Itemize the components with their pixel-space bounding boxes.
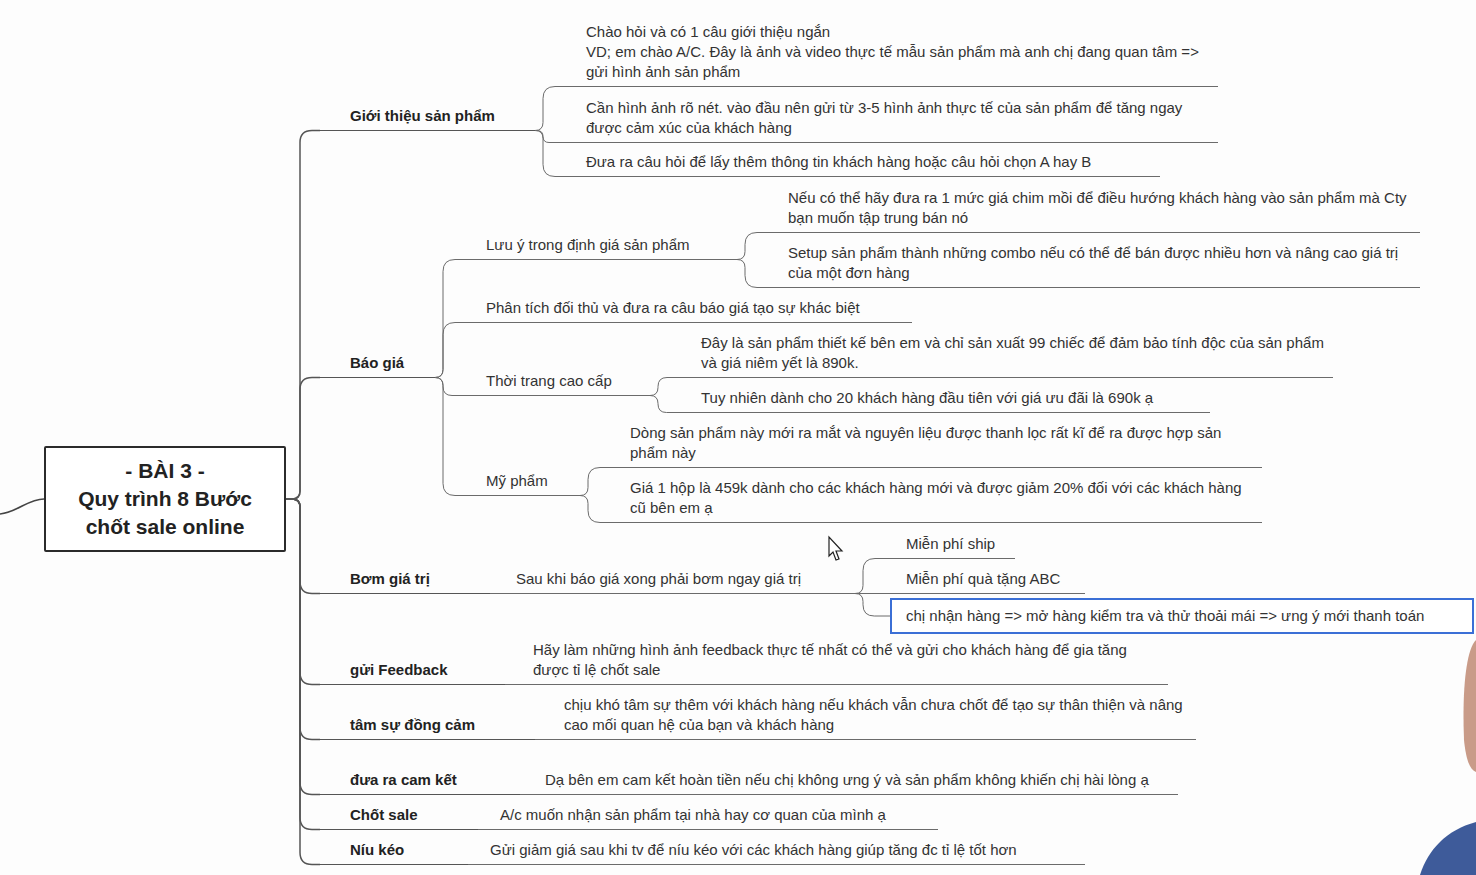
branch-line [286, 131, 320, 500]
topic-text: Setup sản phẩm thành những combo nếu có … [788, 243, 1416, 283]
branch-line [435, 378, 460, 496]
topic-text: A/c muốn nhận sản phẩm tại nhà hay cơ qu… [500, 805, 934, 825]
topic-text: gửi Feedback [350, 660, 501, 680]
branch-line [286, 499, 320, 594]
topic-text: Cần hình ảnh rõ nét. vào đầu nên gửi từ … [586, 98, 1214, 138]
branch-line [435, 323, 460, 378]
topic-text: Tuy nhiên dành cho 20 khách hàng đầu tiê… [701, 388, 1206, 408]
sub-topic: Nếu có thể hãy đưa ra 1 mức giá chim mồi… [760, 188, 1420, 233]
branch-line [435, 260, 460, 378]
highlighted-topic-box: chị nhận hàng => mở hàng kiểm tra và thử… [890, 598, 1474, 634]
topic-text: Giá 1 hộp là 459k dành cho các khách hàn… [630, 478, 1258, 518]
topic-text: chịu khó tâm sự thêm với khách hàng nếu … [564, 695, 1192, 735]
sub-topic: Miễn phí quà tặng ABC [880, 569, 1085, 594]
main-branch-topic: tâm sự đồng cảm [320, 715, 535, 740]
sub-topic: Lưu ý trong định giá sản phẩm [460, 235, 737, 260]
branch-line [580, 496, 605, 523]
branch-line [737, 260, 760, 288]
topic-text: Dòng sản phẩm này mới ra mắt và nguyên l… [630, 423, 1258, 463]
branch-line [286, 499, 320, 830]
mouse-cursor [829, 537, 842, 560]
main-branch-topic: đưa ra cam kết [320, 770, 520, 795]
topic-text: Báo giá [350, 353, 431, 373]
branch-line [535, 87, 560, 131]
main-branch-topic: Bơm giá trị [320, 569, 490, 594]
main-branch-topic: Giới thiệu sản phẩm [320, 106, 535, 131]
topic-text: Níu kéo [350, 840, 464, 860]
main-branch-topic: Níu kéo [320, 840, 468, 865]
sub-topic: Đưa ra câu hỏi để lấy thêm thông tin khá… [560, 152, 1160, 177]
branch-line [286, 499, 320, 685]
topic-text: Bơm giá trị [350, 569, 486, 589]
sub-topic: Thời trang cao cấp [460, 371, 650, 396]
branch-line [286, 499, 320, 795]
branch-line [855, 594, 890, 617]
branch-line [286, 499, 320, 740]
topic-text: Thời trang cao cấp [486, 371, 646, 391]
sub-topic: Cần hình ảnh rõ nét. vào đầu nên gửi từ … [560, 98, 1218, 143]
topic-text: Miễn phí quà tặng ABC [906, 569, 1081, 589]
branch-line [435, 378, 460, 396]
topic-text: Hãy làm những hình ảnh feedback thực tế … [533, 640, 1164, 680]
main-branch-topic: gửi Feedback [320, 660, 505, 685]
branch-line [650, 378, 675, 396]
branch-line [505, 684, 515, 685]
topic-text: Sau khi báo giá xong phải bơm ngay giá t… [516, 569, 851, 589]
topic-text: Đây là sản phẩm thiết kế bên em và chỉ s… [701, 333, 1329, 373]
topic-text: VD; em chào A/C. Đây là ảnh và video thự… [586, 42, 1214, 82]
branch-line [535, 131, 560, 177]
sub-topic: Đây là sản phẩm thiết kế bên em và chỉ s… [675, 333, 1333, 378]
topic-text: Miễn phí ship [906, 534, 1011, 554]
branch-line [478, 829, 488, 830]
topic-text: Nếu có thể hãy đưa ra 1 mức giá chim mồi… [788, 188, 1416, 228]
off-screen-branch-line [0, 499, 44, 514]
sub-topic: A/c muốn nhận sản phẩm tại nhà hay cơ qu… [488, 805, 938, 830]
main-branch-topic: Báo giá [320, 353, 435, 378]
topic-text: Giới thiệu sản phẩm [350, 106, 531, 126]
branch-line [286, 378, 320, 500]
branch-line [580, 468, 605, 496]
topic-text: Chốt sale [350, 805, 474, 825]
branch-line [535, 739, 545, 740]
central-topic-box: - BÀI 3 -Quy trình 8 Bước chốt sale onli… [44, 446, 286, 552]
sub-topic: Dạ bên em cam kết hoàn tiền nếu chị khôn… [530, 770, 1178, 795]
branch-line [286, 499, 320, 865]
presenter-figure [1464, 640, 1476, 772]
topic-text: tâm sự đồng cảm [350, 715, 531, 735]
presenter-shirt [1420, 822, 1476, 875]
topic-text: Đưa ra câu hỏi để lấy thêm thông tin khá… [586, 152, 1156, 172]
topic-text: chị nhận hàng => mở hàng kiểm tra và thử… [906, 606, 1466, 626]
branch-line [737, 233, 760, 260]
lesson-number: - BÀI 3 - [70, 457, 260, 485]
sub-topic: Setup sản phẩm thành những combo nếu có … [760, 243, 1420, 288]
sub-topic: chịu khó tâm sự thêm với khách hàng nếu … [545, 695, 1196, 740]
topic-text: Chào hỏi và có 1 câu giới thiệu ngắn [586, 22, 1214, 42]
topic-text: Lưu ý trong định giá sản phẩm [486, 235, 733, 255]
sub-topic: Mỹ phẩm [460, 471, 580, 496]
sub-topic: Hãy làm những hình ảnh feedback thực tế … [515, 640, 1168, 685]
branch-line [490, 593, 500, 594]
topic-text: Gửi giảm giá sau khi tv để níu kéo với c… [490, 840, 1081, 860]
central-topic-title: Quy trình 8 Bước chốt sale online [70, 485, 260, 541]
sub-topic: Sau khi báo giá xong phải bơm ngay giá t… [500, 569, 855, 594]
sub-topic: Miễn phí ship [880, 534, 1015, 559]
branch-line [855, 559, 880, 594]
branch-line [535, 131, 560, 143]
topic-text: Phân tích đối thủ và đưa ra câu báo giá … [486, 298, 908, 318]
sub-topic: Phân tích đối thủ và đưa ra câu báo giá … [460, 298, 912, 323]
topic-text: Dạ bên em cam kết hoàn tiền nếu chị khôn… [545, 770, 1174, 790]
topic-text: đưa ra cam kết [350, 770, 516, 790]
sub-topic: Chào hỏi và có 1 câu giới thiệu ngắnVD; … [560, 22, 1218, 87]
sub-topic: Tuy nhiên dành cho 20 khách hàng đầu tiê… [675, 388, 1210, 413]
topic-text: Mỹ phẩm [486, 471, 576, 491]
branch-line [520, 794, 530, 795]
branch-line [468, 864, 478, 865]
sub-topic: Dòng sản phẩm này mới ra mắt và nguyên l… [605, 423, 1262, 468]
branch-line [650, 396, 675, 413]
main-branch-topic: Chốt sale [320, 805, 478, 830]
sub-topic: Giá 1 hộp là 459k dành cho các khách hàn… [605, 478, 1262, 523]
sub-topic: Gửi giảm giá sau khi tv để níu kéo với c… [478, 840, 1085, 865]
